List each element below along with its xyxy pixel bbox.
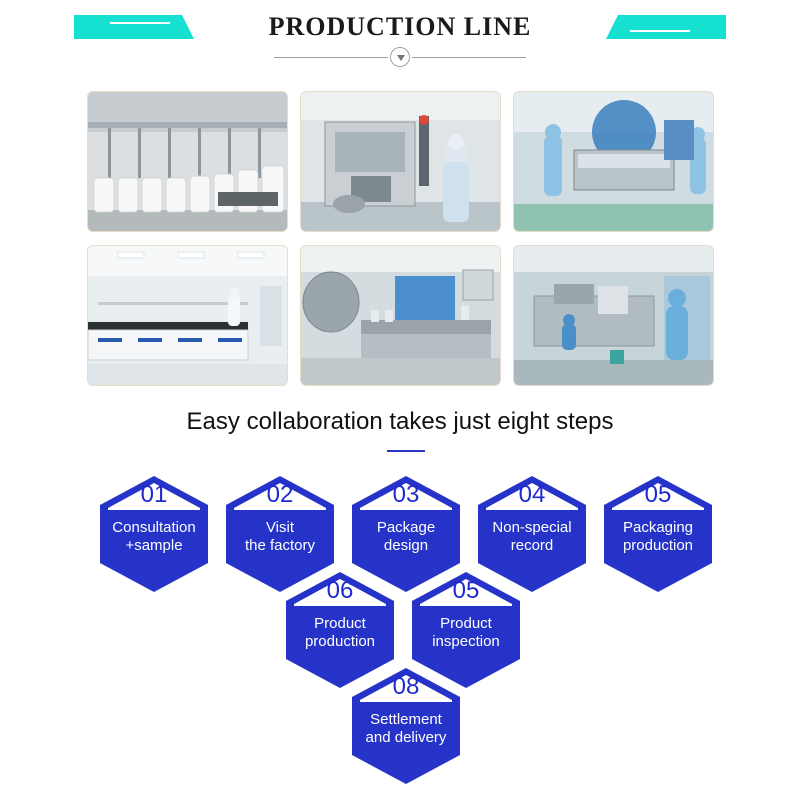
step-6-product-production: 06 Product production bbox=[286, 572, 394, 688]
step-1-consultation: 01 Consultation +sample bbox=[100, 476, 208, 592]
hexagon-shape bbox=[100, 476, 208, 592]
hexagon-shape bbox=[352, 668, 460, 784]
step-number: 06 bbox=[326, 577, 354, 604]
subtitle-underline bbox=[387, 450, 425, 452]
photo-laboratory-benches bbox=[88, 246, 287, 385]
step-number: 03 bbox=[392, 481, 420, 508]
step-7-product-inspection: 05 Product inspection bbox=[412, 572, 520, 688]
step-label: Packaging production bbox=[622, 519, 694, 554]
step-label: Package design bbox=[376, 519, 436, 554]
step-5-packaging-production: 05 Packaging production bbox=[604, 476, 712, 592]
step-4-non-special-record: 04 Non-special record bbox=[478, 476, 586, 592]
hexagon-shape bbox=[412, 572, 520, 688]
chevron-down-icon bbox=[390, 47, 410, 67]
step-label: Settlement and delivery bbox=[365, 711, 447, 746]
photo-packaging-machine-room bbox=[301, 246, 500, 385]
step-3-package-design: 03 Package design bbox=[352, 476, 460, 592]
hexagon-shape bbox=[604, 476, 712, 592]
hexagon-shape bbox=[478, 476, 586, 592]
hexagon-shape bbox=[226, 476, 334, 592]
step-label: Visit the factory bbox=[244, 519, 316, 554]
step-number: 04 bbox=[518, 481, 546, 508]
hexagon-shape bbox=[352, 476, 460, 592]
steps-subtitle: Easy collaboration takes just eight step… bbox=[186, 408, 614, 435]
step-label: Non-special record bbox=[492, 519, 572, 554]
step-number: 05 bbox=[452, 577, 480, 604]
right-accent-bar bbox=[606, 15, 726, 39]
step-number: 05 bbox=[644, 481, 672, 508]
step-label: Product production bbox=[304, 615, 376, 650]
step-number: 01 bbox=[140, 481, 168, 508]
step-number: 02 bbox=[266, 481, 294, 508]
step-number: 08 bbox=[392, 673, 420, 700]
title-divider-right bbox=[412, 57, 526, 58]
step-label: Consultation +sample bbox=[112, 519, 196, 554]
left-accent-bar bbox=[74, 15, 194, 39]
title-divider-left bbox=[274, 57, 388, 58]
step-8-settlement-delivery: 08 Settlement and delivery bbox=[352, 668, 460, 784]
step-2-visit-factory: 02 Visit the factory bbox=[226, 476, 334, 592]
page-title: PRODUCTION LINE bbox=[268, 12, 532, 41]
hexagon-shape bbox=[286, 572, 394, 688]
photo-bottle-filling-line bbox=[88, 92, 287, 231]
photo-tablet-production-room bbox=[514, 246, 713, 385]
photo-blister-packing-workers bbox=[514, 92, 713, 231]
photo-capsule-filling-machine bbox=[301, 92, 500, 231]
step-label: Product inspection bbox=[432, 615, 500, 650]
